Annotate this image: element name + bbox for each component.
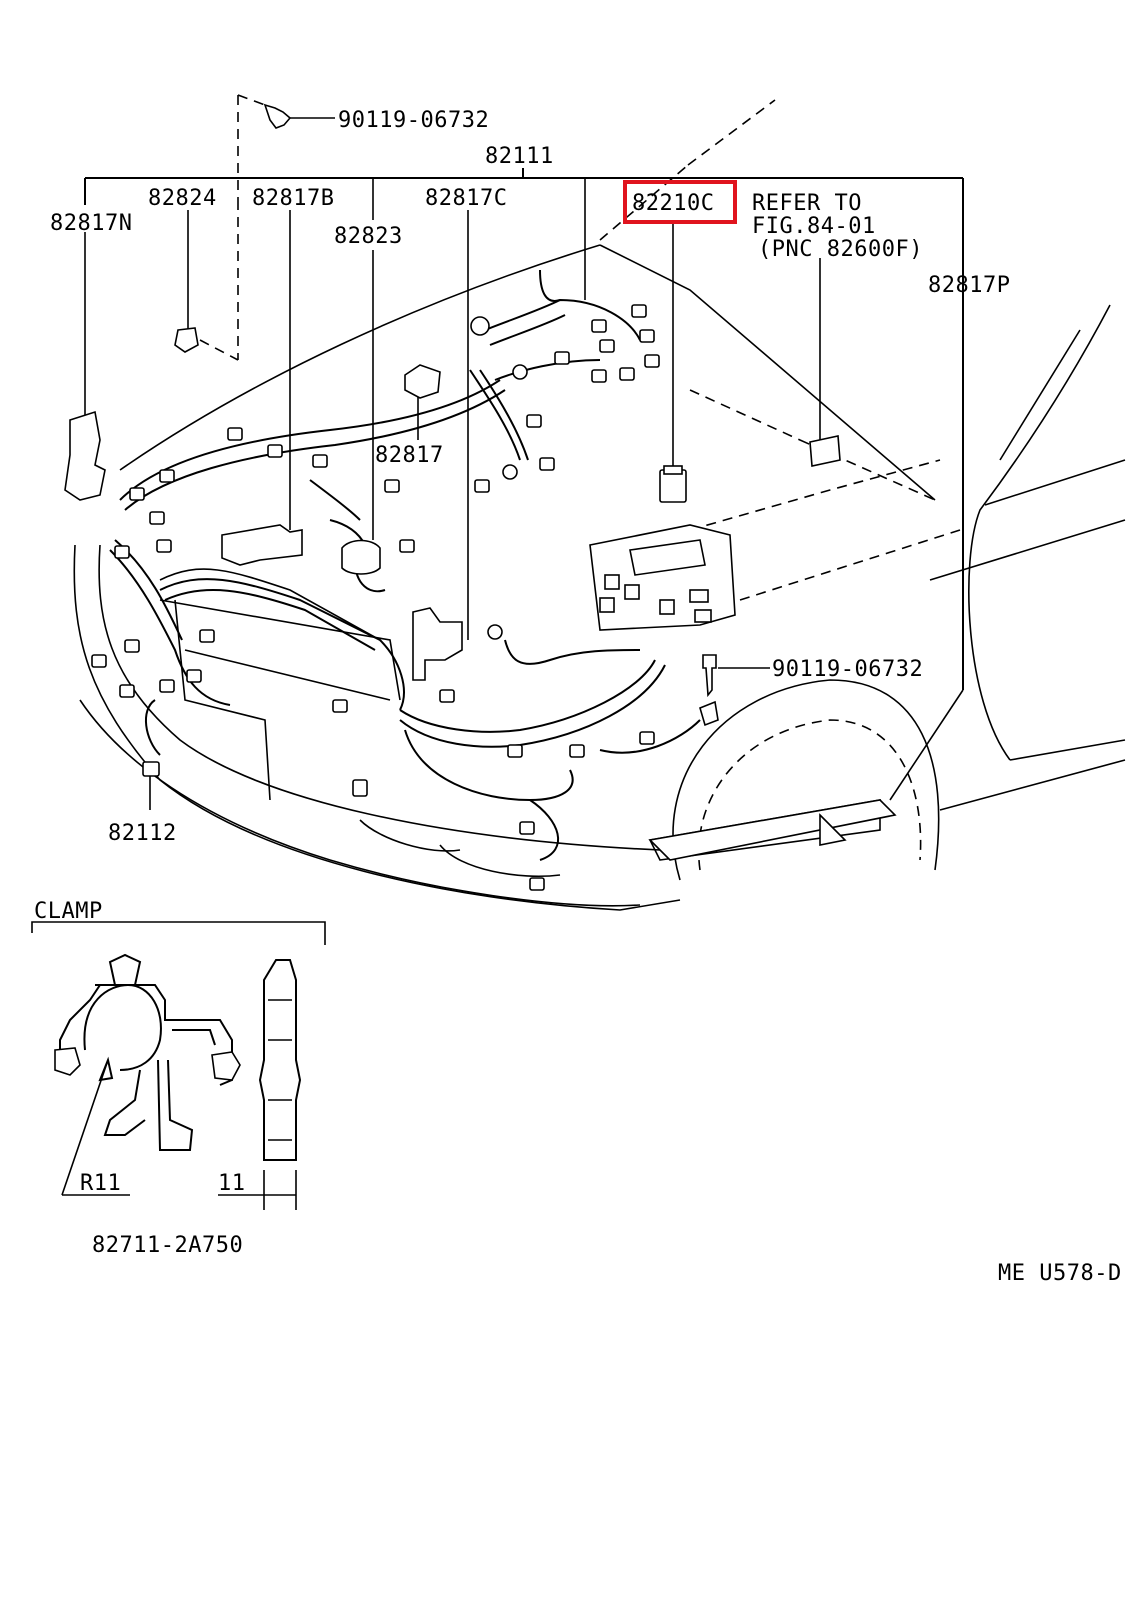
connector: [332, 699, 348, 713]
connector: [554, 351, 570, 365]
parts: [64, 103, 841, 727]
connector: [631, 304, 647, 318]
connector: [199, 629, 215, 643]
connector: [186, 669, 202, 683]
car-body-outline: [73, 244, 1126, 911]
label-82817P: 82817P: [928, 273, 1010, 298]
label-82817B: 82817B: [252, 186, 334, 211]
connector: [352, 779, 368, 797]
connector: [119, 684, 135, 698]
bracket-82817B: [221, 524, 303, 566]
label-82824: 82824: [148, 186, 217, 211]
label-bolt-top: 90119-06732: [338, 108, 489, 133]
connector: [91, 654, 107, 668]
label-82817C: 82817C: [425, 186, 507, 211]
clamp-detail: [31, 921, 326, 1210]
clip-82817: [404, 364, 441, 399]
wire-harness: [109, 269, 701, 861]
refer-line-3: (PNC 82600F): [758, 237, 923, 262]
leader-lines: [84, 94, 964, 810]
label-radius: R11: [80, 1171, 121, 1196]
connector: [399, 539, 415, 553]
connector: [569, 744, 585, 758]
label-82817: 82817: [375, 443, 444, 468]
bolt-top: [263, 103, 292, 129]
connector: [639, 731, 655, 745]
relay-82210C-cap: [663, 465, 683, 475]
connector: [519, 821, 535, 835]
refer-line-1: REFER TO: [752, 191, 862, 216]
bracket-82817N: [64, 410, 106, 501]
connector: [159, 679, 175, 693]
connector: [227, 427, 243, 441]
connector: [619, 367, 635, 381]
label-82210C: 82210C: [632, 191, 714, 216]
grommet: [502, 464, 518, 480]
fuse-82600F: [809, 435, 841, 467]
connector: [591, 319, 607, 333]
label-bolt-mid: 90119-06732: [772, 657, 923, 682]
label-82817N: 82817N: [50, 211, 132, 236]
connector: [644, 354, 660, 368]
connector: [149, 511, 165, 525]
connector: [439, 689, 455, 703]
label-82823: 82823: [334, 224, 403, 249]
clip-82824: [174, 327, 199, 353]
connector: [539, 457, 555, 471]
connector: [526, 414, 542, 428]
connector: [384, 479, 400, 493]
ring-terminal: [487, 624, 503, 640]
connector: [124, 639, 140, 653]
bracket-82817C: [412, 607, 463, 681]
connector: [599, 339, 615, 353]
connector: [474, 479, 490, 493]
bolt-mid: [702, 654, 717, 698]
connector: [114, 545, 130, 559]
connector: [156, 539, 172, 553]
clamp-title: CLAMP: [34, 899, 103, 924]
connector: [591, 369, 607, 383]
label-clamp-part: 82711-2A750: [92, 1233, 243, 1258]
part-82823: [341, 539, 381, 575]
connectors: [91, 304, 660, 891]
label-width: 11: [218, 1171, 246, 1196]
highlight-box: [623, 180, 737, 224]
connector: [159, 469, 175, 483]
connector: [129, 487, 145, 501]
labels: 90119-06732 82111 82817N 82824 82817B 82…: [34, 108, 1122, 1286]
connector: [507, 744, 523, 758]
connector: [267, 444, 283, 458]
label-82111: 82111: [485, 144, 554, 169]
grommet: [512, 364, 528, 380]
refer-line-2: FIG.84-01: [752, 214, 876, 239]
figure-code: ME U578-D: [998, 1261, 1122, 1286]
connector: [312, 454, 328, 468]
grommet: [470, 316, 490, 336]
connector: [142, 761, 160, 777]
connector: [529, 877, 545, 891]
connector: [639, 329, 655, 343]
label-82112: 82112: [108, 821, 177, 846]
